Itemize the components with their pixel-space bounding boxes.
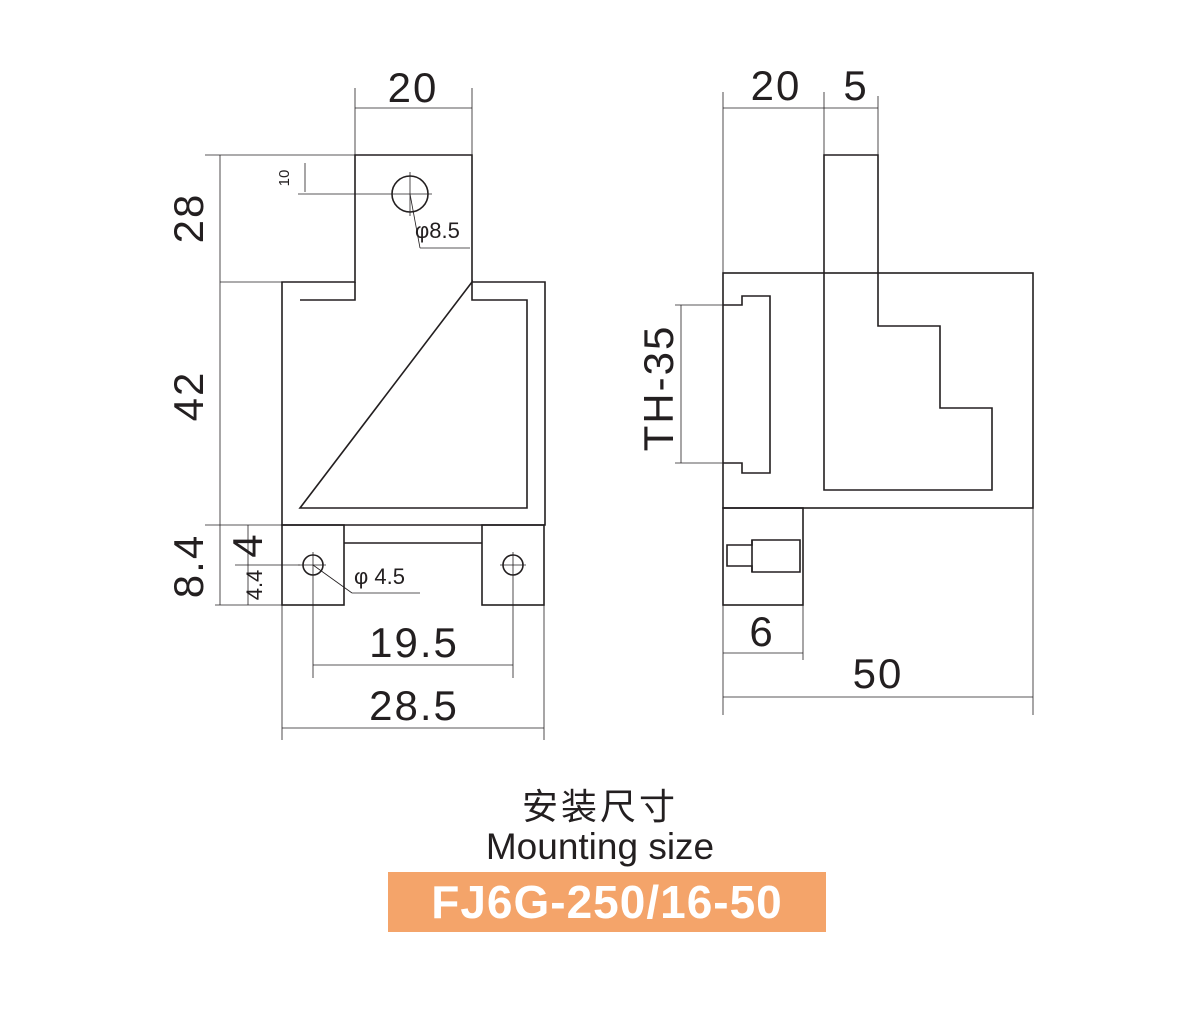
dim-base-upper: 4	[224, 532, 271, 557]
base-hole-leader	[312, 564, 353, 594]
dim-top-height: 28	[165, 193, 212, 244]
caption-chinese: 安装尺寸	[521, 787, 678, 828]
dim-hole-offset: 10	[276, 170, 293, 187]
dim-base-width: 28.5	[369, 682, 459, 729]
dim-side-width-left: 20	[751, 62, 802, 109]
dim-hole-top-dia: φ8.5	[415, 218, 460, 243]
dim-base-lower: 4.4	[242, 570, 267, 601]
model-badge: FJ6G-250/16-50	[388, 872, 826, 932]
front-outline	[281, 154, 546, 526]
dim-top-width: 20	[388, 64, 439, 111]
side-lower-tab	[722, 507, 804, 606]
dim-hole-spacing: 19.5	[369, 619, 459, 666]
side-view: 20 5 TH-35 6 50	[635, 62, 1034, 715]
front-inner-window	[298, 279, 528, 509]
dim-body-height: 42	[165, 371, 212, 422]
dim-hole-base-dia: φ 4.5	[354, 564, 405, 589]
dim-total-depth: 50	[853, 650, 904, 697]
dim-side-width-right: 5	[843, 62, 868, 109]
dim-screw-len: 6	[749, 608, 774, 655]
dim-rail: TH-35	[635, 325, 682, 452]
side-rail-clip	[723, 295, 771, 474]
side-post	[823, 154, 879, 273]
top-hole-leader	[409, 193, 421, 249]
dim-base-total: 8.4	[165, 534, 212, 598]
side-screw	[726, 539, 801, 573]
side-stepped-profile	[823, 273, 993, 491]
caption-english: Mounting size	[485, 826, 715, 867]
front-view: 20 10 φ8.5 28 42 8.4 4 4.4 φ 4.5 19.5 28…	[165, 64, 546, 740]
